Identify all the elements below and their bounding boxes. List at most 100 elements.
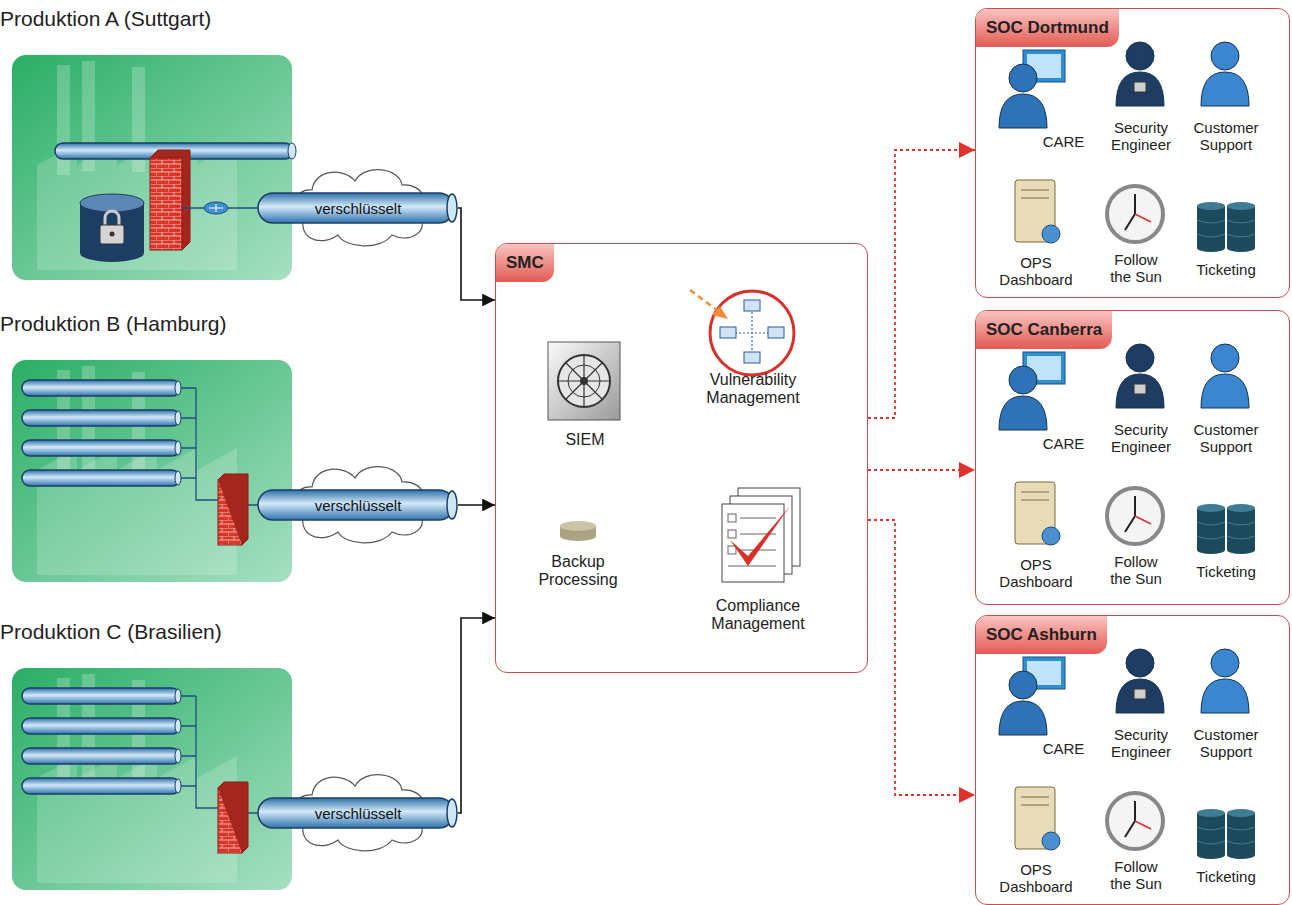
component-label: OPS Dashboard bbox=[989, 556, 1083, 596]
production-site-a bbox=[12, 55, 292, 280]
soc-icon bbox=[1021, 797, 1049, 805]
component-label: Ticketing bbox=[1179, 868, 1273, 888]
soc-icon bbox=[1125, 801, 1135, 837]
component-name: Security Engineer bbox=[1094, 421, 1188, 456]
vulnerability-icon bbox=[744, 352, 760, 363]
soc-icon bbox=[1126, 42, 1154, 70]
component-name: Customer Support bbox=[1174, 119, 1278, 154]
soc-icon bbox=[1197, 851, 1225, 859]
component-label: OPS Dashboard bbox=[989, 861, 1083, 901]
compliance-icon bbox=[722, 488, 800, 582]
soc-icon bbox=[1134, 384, 1146, 394]
soc-icon bbox=[1134, 689, 1146, 699]
production-site-a bbox=[80, 194, 144, 212]
soc-icon bbox=[1021, 190, 1049, 198]
component-label: Security Engineer bbox=[1094, 421, 1188, 461]
component-name: CARE bbox=[1014, 133, 1113, 150]
production-site-a bbox=[100, 225, 124, 244]
tunnel-label: verschlüsselt bbox=[258, 193, 458, 223]
component-label: SIEM bbox=[533, 431, 637, 453]
soc-icon bbox=[1227, 813, 1255, 855]
component-label: Customer Support bbox=[1174, 421, 1278, 461]
tunnel-label: verschlüsselt bbox=[258, 490, 458, 520]
vulnerability-icon bbox=[710, 291, 794, 375]
soc-icon bbox=[1021, 492, 1049, 500]
soc-icon bbox=[999, 701, 1047, 735]
dashed-arrow bbox=[868, 150, 975, 418]
component-name: Follow the Sun bbox=[1102, 251, 1170, 286]
encrypted-tunnel: verschlüsselt bbox=[258, 193, 458, 223]
soc-icon bbox=[1126, 344, 1154, 372]
backup-icon bbox=[560, 521, 596, 531]
production-site-a bbox=[150, 150, 190, 250]
soc-icon bbox=[1211, 42, 1239, 70]
box-title: SOC Canberra bbox=[976, 311, 1112, 349]
component-name: Backup Processing bbox=[521, 553, 635, 590]
production-site-a bbox=[150, 158, 182, 250]
dashed-arrow bbox=[868, 520, 975, 795]
data-arrow bbox=[458, 208, 495, 300]
component-label: Vulnerability Management bbox=[691, 371, 815, 415]
production-site-a bbox=[110, 232, 115, 237]
soc-icon bbox=[1211, 649, 1239, 677]
compliance-icon bbox=[722, 504, 784, 582]
box-title: SMC bbox=[496, 244, 554, 282]
vulnerability-icon bbox=[712, 306, 728, 319]
soc-icon bbox=[999, 396, 1047, 430]
component-label: Compliance Management bbox=[691, 597, 825, 641]
siem-icon bbox=[580, 377, 588, 385]
soc-icon bbox=[1107, 488, 1163, 544]
soc-icon bbox=[1009, 64, 1037, 92]
soc-icon bbox=[1135, 214, 1151, 222]
compliance-icon bbox=[730, 506, 790, 566]
soc-icon bbox=[1197, 202, 1225, 210]
soc-icon bbox=[1125, 194, 1135, 230]
soc-icon bbox=[1227, 202, 1255, 210]
component-label: Security Engineer bbox=[1094, 119, 1188, 159]
soc-icon bbox=[1227, 522, 1255, 539]
center-box: SMC SIEM Vulnerability ManagementBackup Pr… bbox=[495, 243, 868, 673]
data-arrow bbox=[458, 504, 495, 506]
production-site-a bbox=[80, 244, 144, 262]
vulnerability-icon bbox=[744, 300, 760, 311]
vulnerability-icon bbox=[768, 327, 784, 338]
component-name: Ticketing bbox=[1179, 868, 1273, 885]
soc-icon bbox=[1042, 225, 1060, 243]
box-title: SOC Ashburn bbox=[976, 616, 1107, 654]
component-name: Compliance Management bbox=[691, 597, 825, 634]
soc-icon bbox=[1135, 821, 1151, 829]
soc-icon bbox=[1042, 527, 1060, 545]
soc-icon bbox=[1042, 832, 1060, 850]
soc-icon bbox=[1197, 504, 1225, 512]
component-name: CARE bbox=[1014, 740, 1113, 757]
component-name: Security Engineer bbox=[1094, 726, 1188, 761]
soc-icon bbox=[1009, 671, 1037, 699]
component-label: CARE bbox=[1014, 435, 1113, 455]
component-name: Vulnerability Management bbox=[691, 371, 815, 408]
soc-icon bbox=[1125, 496, 1135, 532]
soc-icon bbox=[1107, 793, 1163, 849]
soc-icon bbox=[1197, 813, 1225, 855]
compliance-icon bbox=[728, 530, 736, 538]
component-name: Ticketing bbox=[1179, 563, 1273, 580]
production-site-a bbox=[37, 61, 237, 270]
siem-icon bbox=[558, 355, 610, 407]
component-label: Security Engineer bbox=[1094, 726, 1188, 766]
component-label: Follow the Sun bbox=[1102, 553, 1170, 593]
component-name: Customer Support bbox=[1174, 726, 1278, 761]
component-name: Ticketing bbox=[1179, 261, 1273, 278]
component-name: OPS Dashboard bbox=[989, 861, 1083, 896]
box-title: SOC Dortmund bbox=[976, 9, 1119, 47]
production-site-a bbox=[288, 143, 296, 159]
production-site-c bbox=[12, 668, 292, 890]
compliance-icon bbox=[728, 546, 736, 554]
center-box: SOC AshburnCARESecurity EngineerCustomer… bbox=[975, 615, 1290, 905]
component-name: Follow the Sun bbox=[1102, 858, 1170, 893]
component-label: Follow the Sun bbox=[1102, 858, 1170, 898]
production-site: Produktion A (Suttgart) bbox=[12, 55, 292, 280]
soc-icon bbox=[1116, 374, 1164, 408]
encrypted-tunnel: verschlüsselt bbox=[258, 490, 458, 520]
component-label: CARE bbox=[1014, 740, 1113, 760]
backup-icon bbox=[560, 531, 596, 541]
